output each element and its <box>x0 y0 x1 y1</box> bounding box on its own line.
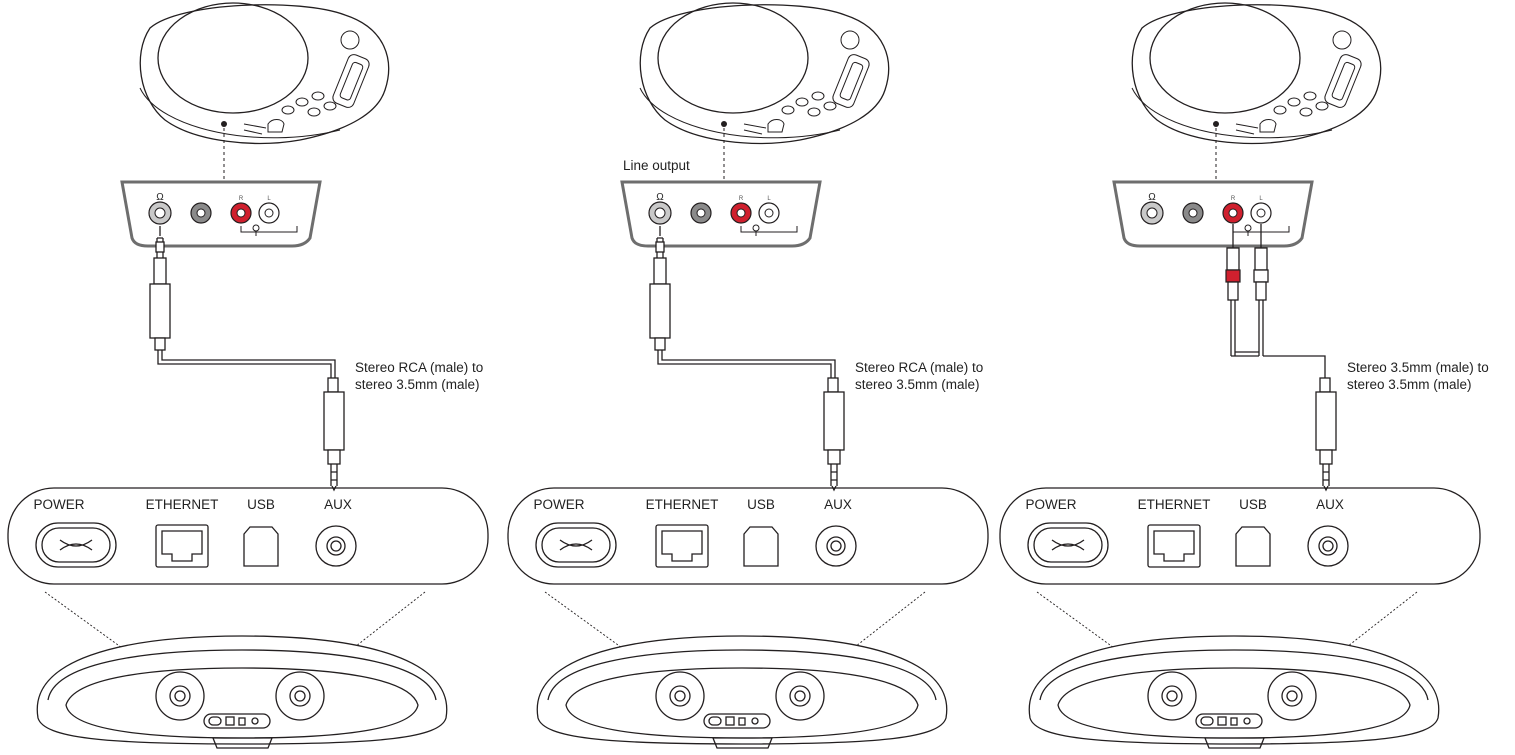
jack-label-r: R <box>239 196 244 202</box>
speaker-body <box>536 635 948 749</box>
power-inlet-icon <box>535 522 617 568</box>
headphone-jack-icon <box>1213 121 1219 127</box>
aux-label: AUX <box>324 497 352 512</box>
cable-rca <box>1225 224 1326 378</box>
jack-panel: Ω R L <box>620 180 822 248</box>
cd-player <box>139 2 390 144</box>
speaker-rear-panel: POWER ETHERNET USB AUX <box>999 487 1481 585</box>
aux-plug <box>823 377 845 492</box>
jack-label-r: R <box>1231 196 1236 202</box>
aux-plug <box>323 377 345 492</box>
ethernet-port-icon <box>655 524 709 568</box>
jack-label-l: L <box>767 196 771 202</box>
usb-label: USB <box>1239 497 1267 512</box>
cable-note-line1: Stereo RCA (male) to <box>855 360 983 375</box>
ethernet-label: ETHERNET <box>1138 497 1211 512</box>
cable-note-line2: stereo 3.5mm (male) <box>855 377 980 392</box>
cable-note-line2: stereo 3.5mm (male) <box>355 377 480 392</box>
usb-b-port-icon <box>1235 526 1271 567</box>
panel-3: Ω R L <box>999 2 1489 749</box>
usb-b-port-icon <box>243 526 279 567</box>
ethernet-port-icon <box>155 524 209 568</box>
usb-b-port-icon <box>743 526 779 567</box>
power-inlet-icon <box>1027 522 1109 568</box>
cd-player <box>1131 2 1382 144</box>
aux-plug <box>1315 377 1337 492</box>
aux-jack-icon <box>815 525 857 567</box>
panel-2: Ω R L Line output <box>507 2 989 749</box>
cable-35mm <box>649 226 836 378</box>
aux-label: AUX <box>1316 497 1344 512</box>
line-output-label: Line output <box>623 158 690 173</box>
headphone-icon: Ω <box>1148 192 1156 203</box>
cable-note-line2: stereo 3.5mm (male) <box>1347 377 1472 392</box>
power-inlet-icon <box>35 522 117 568</box>
usb-label: USB <box>747 497 775 512</box>
usb-label: USB <box>247 497 275 512</box>
cable-note-line1: Stereo RCA (male) to <box>355 360 483 375</box>
jack-panel: Ω R L <box>1112 180 1314 248</box>
jack-panel: Ω R L <box>120 180 322 248</box>
jack-label-r: R <box>739 196 744 202</box>
cd-player <box>639 2 890 144</box>
power-label: POWER <box>533 497 584 512</box>
speaker-rear-panel: POWER ETHERNET USB AUX <box>507 487 989 585</box>
aux-jack-icon <box>1307 525 1349 567</box>
cable-note-line1: Stereo 3.5mm (male) to <box>1347 360 1489 375</box>
headphone-jack-icon <box>721 121 727 127</box>
ethernet-label: ETHERNET <box>646 497 719 512</box>
headphone-icon: Ω <box>156 192 164 203</box>
aux-jack-icon <box>315 525 357 567</box>
power-label: POWER <box>1025 497 1076 512</box>
speaker-body <box>1028 635 1440 749</box>
ethernet-label: ETHERNET <box>146 497 219 512</box>
speaker-rear-panel: POWER ETHERNET USB AUX <box>7 487 489 585</box>
aux-label: AUX <box>824 497 852 512</box>
speaker-body <box>36 635 448 749</box>
panel-1: Ω R L <box>7 2 489 749</box>
headphone-jack-icon <box>221 121 227 127</box>
jack-label-l: L <box>267 196 271 202</box>
cable-35mm <box>149 226 336 378</box>
power-label: POWER <box>33 497 84 512</box>
jack-label-l: L <box>1259 196 1263 202</box>
headphone-icon: Ω <box>656 192 664 203</box>
ethernet-port-icon <box>1147 524 1201 568</box>
